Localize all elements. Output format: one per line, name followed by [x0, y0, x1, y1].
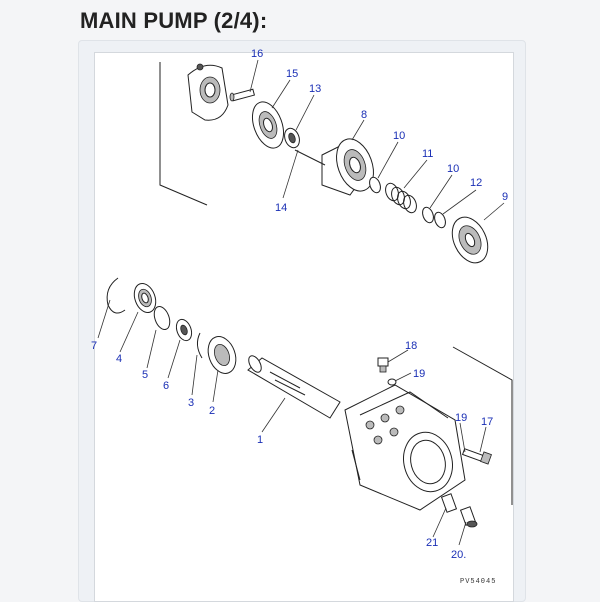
part-label-19-lower: 19	[455, 412, 467, 424]
part-label-8: 8	[361, 109, 367, 121]
part-label-4: 4	[116, 353, 122, 365]
part-label-18: 18	[405, 340, 417, 352]
part-label-13: 13	[309, 83, 321, 95]
page-title: MAIN PUMP (2/4):	[80, 8, 268, 33]
part-label-10-upper: 10	[393, 130, 405, 142]
fitting-21-drawing	[440, 493, 458, 513]
group-boundary-top	[159, 62, 208, 206]
cylinder-block-drawing	[294, 138, 374, 196]
part-label-2: 2	[209, 405, 215, 417]
part-label-20: 20.	[451, 549, 466, 561]
part-label-3: 3	[188, 397, 194, 409]
part-label-9: 9	[502, 191, 508, 203]
gear-drawing	[207, 336, 237, 374]
part-label-1: 1	[257, 434, 263, 446]
bearing-drawing	[284, 127, 300, 149]
spring-drawing	[385, 182, 417, 214]
retainer-plate-drawing	[451, 216, 489, 264]
group-boundary-bottom	[452, 346, 513, 505]
fitting-20-drawing	[459, 506, 478, 528]
o-ring-drawing	[153, 305, 171, 331]
part-label-16: 16	[251, 48, 263, 60]
part-label-12: 12	[470, 177, 482, 189]
part-label-19-upper: 19	[413, 368, 425, 380]
part-label-10-lower: 10	[447, 163, 459, 175]
part-labels: 16 15 13 8 10 11 10 12 9 14 7 4 5 6 3 2 …	[91, 48, 508, 561]
part-label-7: 7	[91, 340, 97, 352]
snap-ring-3-drawing	[196, 332, 203, 359]
bearing-4-drawing	[133, 282, 157, 314]
shaft-drawing	[247, 355, 341, 419]
pin-drawing	[229, 88, 256, 102]
snap-ring-lower-drawing	[422, 206, 434, 224]
part-label-21: 21	[426, 537, 438, 549]
part-label-14: 14	[275, 202, 287, 214]
part-label-6: 6	[163, 380, 169, 392]
valve-plate-drawing	[251, 101, 285, 149]
part-label-11: 11	[422, 148, 433, 160]
washer-drawing	[434, 211, 446, 229]
part-label-15: 15	[286, 68, 298, 80]
snap-ring-7-drawing	[106, 277, 126, 314]
bolt-drawing	[461, 448, 492, 465]
cover-plate-drawing	[187, 63, 229, 121]
drawing-code: PV54045	[460, 578, 496, 586]
part-label-17: 17	[481, 416, 493, 428]
snap-ring-upper-drawing	[369, 176, 381, 194]
pump-housing-drawing	[344, 384, 466, 511]
plug-drawing	[377, 357, 389, 373]
o-ring-19-drawing	[387, 378, 397, 386]
bearing-6-drawing	[175, 318, 193, 342]
part-label-5: 5	[142, 369, 148, 381]
leader-lines	[97, 59, 505, 546]
